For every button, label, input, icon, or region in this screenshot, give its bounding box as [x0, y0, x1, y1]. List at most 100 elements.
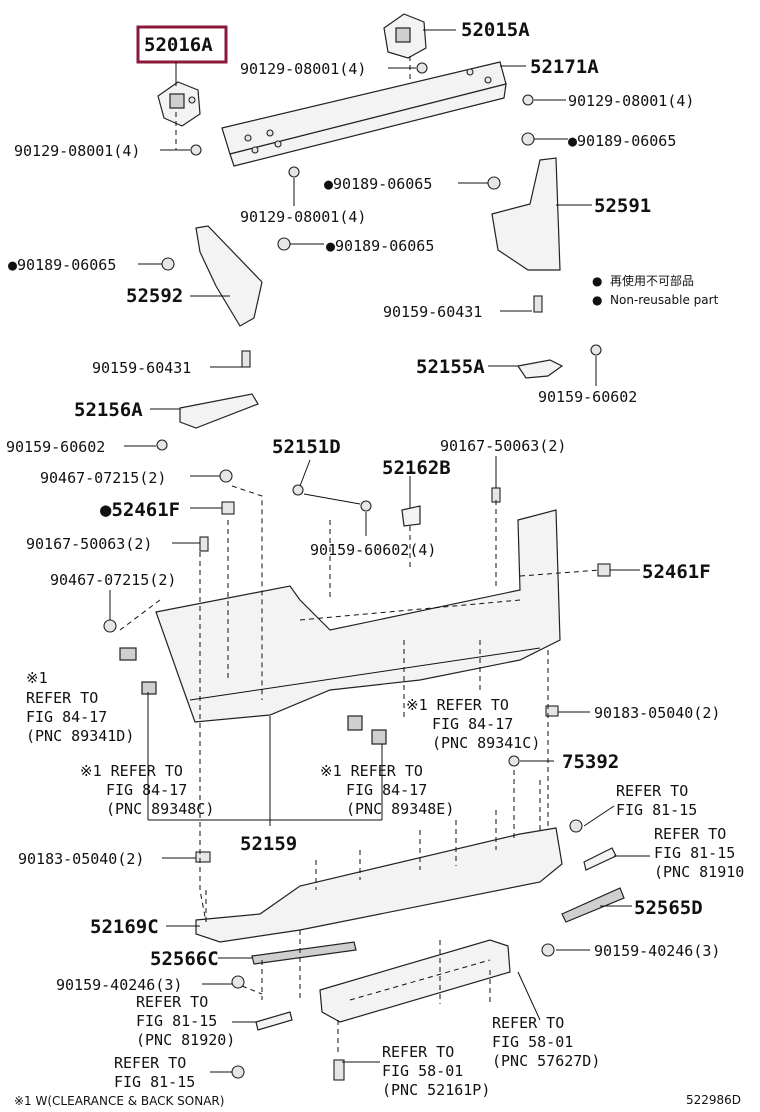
ref-89341D-line4: (PNC 89341D)	[26, 727, 134, 745]
ref-89341D-line3: FIG 84-17	[26, 708, 107, 726]
label-52461F-right[interactable]: 52461F	[642, 561, 711, 583]
label-52565D[interactable]: 52565D	[634, 897, 703, 919]
label-52162B[interactable]: 52162B	[382, 457, 451, 479]
label-90129-08001-left[interactable]: 90129-08001(4)	[14, 142, 140, 160]
ref-81-15-b[interactable]: REFER TO FIG 81-15	[114, 1054, 195, 1091]
legend-text-jp: 再使用不可部品	[610, 273, 694, 288]
dashed-guide-lines	[119, 56, 601, 1056]
label-90159-60431-right[interactable]: 90159-60431	[383, 303, 482, 321]
rear-bumper-reinforcement-52171A	[221, 61, 507, 167]
label-52592[interactable]: 52592	[126, 285, 183, 307]
label-90189-06065-mid[interactable]: ●90189-06065	[326, 237, 434, 255]
ref-81920-line3: (PNC 81920)	[136, 1031, 235, 1049]
ref-81910-line3: (PNC 81910	[654, 863, 744, 881]
ref-89341C-line2: FIG 84-17	[432, 715, 513, 733]
label-52159[interactable]: 52159	[240, 833, 297, 855]
ref-81920[interactable]: REFER TO FIG 81-15 (PNC 81920)	[136, 993, 235, 1049]
label-90467-07215-b[interactable]: 90467-07215(2)	[50, 571, 176, 589]
label-90159-60602-right[interactable]: 90159-60602	[538, 388, 637, 406]
ref-81-15-a-line2: FIG 81-15	[616, 801, 697, 819]
label-90159-40246-right[interactable]: 90159-40246(3)	[594, 942, 720, 960]
ref-89348C-line3: (PNC 89348C)	[106, 800, 214, 818]
footnote: ※1 W(CLEARANCE & BACK SONAR)	[14, 1094, 224, 1108]
ref-89341D-line2: REFER TO	[26, 689, 98, 707]
label-52151D[interactable]: 52151D	[272, 436, 341, 458]
ref-89348E-line3: (PNC 89348E)	[346, 800, 454, 818]
label-52591[interactable]: 52591	[594, 195, 651, 217]
label-52171A[interactable]: 52171A	[530, 56, 599, 78]
ref-89348E-line2: FIG 84-17	[346, 781, 427, 799]
lower-cover-52169C-drawing	[195, 827, 563, 943]
ref-81-15-b-line1: REFER TO	[114, 1054, 186, 1072]
label-90189-06065-midright[interactable]: ●90189-06065	[324, 175, 432, 193]
label-90129-08001-top[interactable]: 90129-08001(4)	[240, 60, 366, 78]
bumper-cover-52159-drawing	[155, 509, 561, 723]
label-90129-08001-right[interactable]: 90129-08001(4)	[568, 92, 694, 110]
ref-89348C-line2: FIG 84-17	[106, 781, 187, 799]
label-90183-05040-right[interactable]: 90183-05040(2)	[594, 704, 720, 722]
ref-81-15-a[interactable]: REFER TO FIG 81-15	[616, 782, 697, 819]
leader-lines	[109, 29, 650, 1073]
ref-89341D-line1: ※1	[26, 669, 48, 687]
legend: ● 再使用不可部品 ● Non-reusable part	[592, 273, 719, 307]
label-90467-07215-a[interactable]: 90467-07215(2)	[40, 469, 166, 487]
bracket-52016A-drawing	[157, 81, 201, 127]
step-pad-57627D-drawing	[319, 939, 511, 1023]
ref-89348C[interactable]: ※1 REFER TO FIG 84-17 (PNC 89348C)	[80, 762, 214, 818]
label-52169C[interactable]: 52169C	[90, 916, 159, 938]
ref-81910-line2: FIG 81-15	[654, 844, 735, 862]
label-90159-60431-left[interactable]: 90159-60431	[92, 359, 191, 377]
ref-52161P-line2: FIG 58-01	[382, 1062, 463, 1080]
ref-57627D-line3: (PNC 57627D)	[492, 1052, 600, 1070]
ref-89341C-line1: ※1 REFER TO	[406, 696, 509, 714]
legend-text-en: Non-reusable part	[610, 293, 719, 307]
ref-89341D[interactable]: ※1 REFER TO FIG 84-17 (PNC 89341D)	[26, 669, 134, 745]
label-90167-50063-left[interactable]: 90167-50063(2)	[26, 535, 152, 553]
ref-81910-line1: REFER TO	[654, 825, 726, 843]
ref-52161P-line3: (PNC 52161P)	[382, 1081, 490, 1099]
reflector-81910-drawing	[583, 847, 617, 871]
legend-marker-jp: ●	[592, 274, 602, 288]
ref-52161P[interactable]: REFER TO FIG 58-01 (PNC 52161P)	[382, 1043, 490, 1099]
legend-marker-en: ●	[592, 293, 602, 307]
ref-81-15-a-line1: REFER TO	[616, 782, 688, 800]
label-90159-60602-4[interactable]: 90159-60602(4)	[310, 541, 436, 559]
ref-89341C[interactable]: ※1 REFER TO FIG 84-17 (PNC 89341C)	[406, 696, 540, 752]
label-52015A[interactable]: 52015A	[461, 19, 530, 41]
label-52155A[interactable]: 52155A	[416, 356, 485, 378]
label-90159-60602-left[interactable]: 90159-60602	[6, 438, 105, 456]
ref-57627D-line1: REFER TO	[492, 1014, 564, 1032]
ref-81-15-b-line2: FIG 81-15	[114, 1073, 195, 1091]
ref-81910[interactable]: REFER TO FIG 81-15 (PNC 81910	[654, 825, 744, 881]
ref-57627D-line2: FIG 58-01	[492, 1033, 573, 1051]
side-bracket-52591-drawing	[491, 157, 561, 271]
label-52156A[interactable]: 52156A	[74, 399, 143, 421]
bracket-52015A-drawing	[383, 13, 427, 59]
label-90129-08001-mid[interactable]: 90129-08001(4)	[240, 208, 366, 226]
label-90189-06065-left[interactable]: ●90189-06065	[8, 256, 116, 274]
ref-89348E[interactable]: ※1 REFER TO FIG 84-17 (PNC 89348E)	[320, 762, 454, 818]
ref-81920-line2: FIG 81-15	[136, 1012, 217, 1030]
diagram-code: 522986D	[686, 1093, 741, 1107]
label-90167-50063-top[interactable]: 90167-50063(2)	[440, 437, 566, 455]
label-90183-05040-left[interactable]: 90183-05040(2)	[18, 850, 144, 868]
reflector-52565D-drawing	[561, 887, 625, 923]
label-52461F-left[interactable]: ●52461F	[100, 499, 180, 521]
label-90189-06065-right[interactable]: ●90189-06065	[568, 132, 676, 150]
sensor-icons	[119, 647, 387, 745]
ref-57627D[interactable]: REFER TO FIG 58-01 (PNC 57627D)	[492, 1014, 600, 1070]
reflector-81920-drawing	[255, 1011, 293, 1031]
retainer-52156A-drawing	[179, 393, 259, 429]
ref-89348E-line1: ※1 REFER TO	[320, 762, 423, 780]
label-90159-40246-left[interactable]: 90159-40246(3)	[56, 976, 182, 994]
highlight-box-52016A	[136, 25, 228, 64]
label-75392[interactable]: 75392	[562, 751, 619, 773]
reflector-52566C-drawing	[251, 941, 357, 965]
ref-89348C-line1: ※1 REFER TO	[80, 762, 183, 780]
label-52566C[interactable]: 52566C	[150, 948, 219, 970]
label-52016A[interactable]: 52016A	[144, 34, 213, 56]
side-bracket-52592-drawing	[195, 225, 263, 327]
retainer-52162B-drawing	[401, 505, 421, 527]
ref-81920-line1: REFER TO	[136, 993, 208, 1011]
